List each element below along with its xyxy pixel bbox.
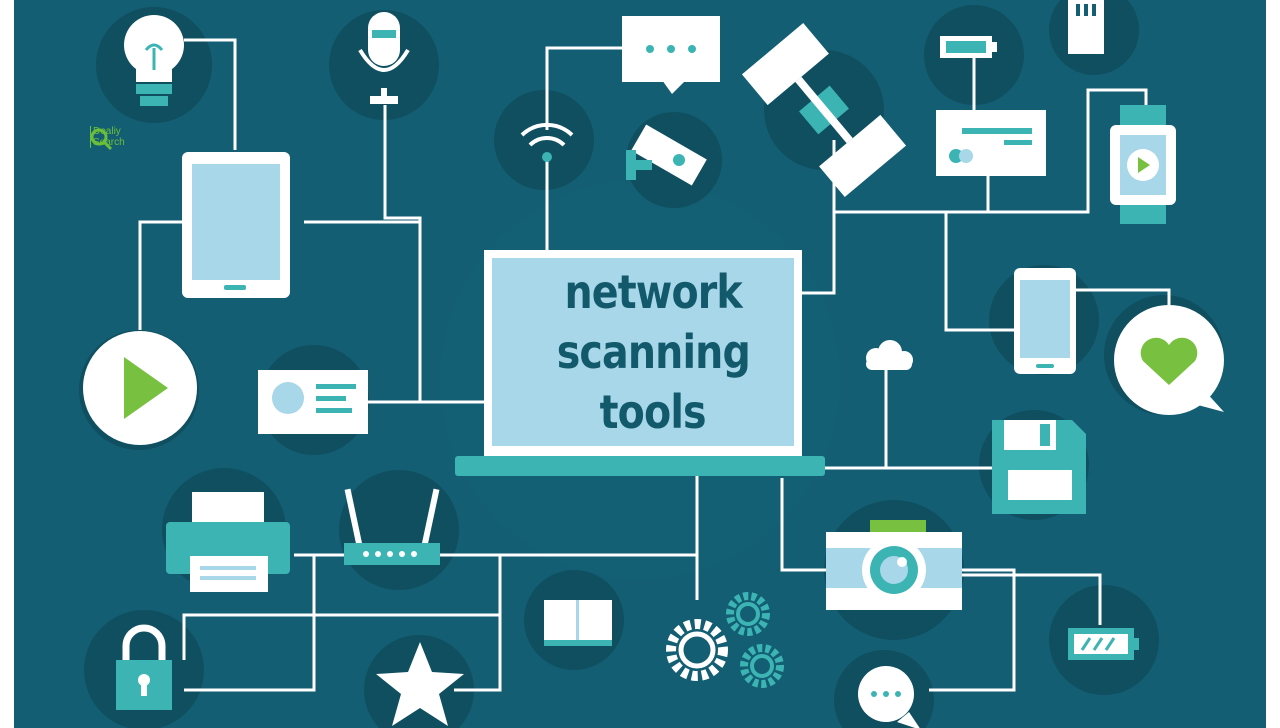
floppy-disk-icon — [992, 420, 1086, 514]
logo-text: Dealiy Search — [90, 126, 125, 148]
brand-logo: Dealiy Search — [88, 126, 125, 151]
tablet-icon — [182, 152, 290, 298]
printer-icon — [166, 492, 290, 592]
title-line-1: network — [564, 265, 742, 319]
logo-line-2: Search — [93, 137, 125, 148]
laptop-icon — [455, 250, 825, 476]
battery-icon — [940, 36, 997, 58]
network-illustration: Dealiy Search network scanning tools — [14, 0, 1266, 728]
battery-charging-icon — [1068, 628, 1139, 660]
satellite-icon — [741, 23, 907, 197]
smartwatch-icon — [1110, 105, 1176, 224]
credit-card-icon — [936, 110, 1046, 176]
router-icon — [344, 488, 440, 565]
screen-title: network scanning tools — [500, 257, 806, 447]
id-card-icon — [258, 370, 368, 434]
chat-bubble-small-icon — [858, 666, 920, 728]
microphone-icon — [358, 12, 410, 104]
heart-bubble-icon — [1114, 305, 1224, 415]
wifi-icon — [520, 122, 574, 162]
search-icon — [90, 128, 113, 151]
connection-lines — [138, 38, 1171, 692]
photo-camera-icon — [826, 520, 962, 610]
sd-card-icon — [1068, 0, 1104, 54]
cloud-icon — [866, 340, 913, 370]
illustration-canvas — [79, 0, 1224, 728]
title-line-3: tools — [599, 385, 707, 439]
logo-line-1: Dealiy — [93, 126, 121, 137]
gears-icon — [666, 592, 784, 688]
lightbulb-icon — [124, 15, 184, 106]
star-icon — [376, 642, 464, 726]
chat-bubble-icon — [622, 16, 720, 94]
play-button-icon — [83, 331, 197, 445]
book-icon — [544, 600, 612, 646]
padlock-icon — [116, 624, 172, 710]
smartphone-icon — [1014, 268, 1076, 374]
security-camera-icon — [626, 124, 707, 186]
title-line-2: scanning — [556, 325, 750, 379]
